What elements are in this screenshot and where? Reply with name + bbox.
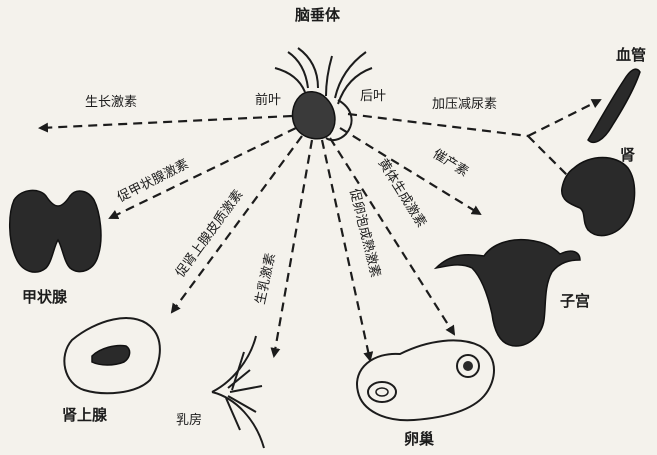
tsh-label: 促甲状腺激素 [115,157,191,206]
thyroid-label: 甲状腺 [22,288,68,306]
ovary-follicle [368,382,396,402]
fsh-label: 促卵泡成熟激素 [346,187,384,279]
pituitary-gland [275,48,372,140]
uterus-organ [436,240,580,346]
growth-hormone-label: 生长激素 [85,95,137,110]
adrenal-label: 肾上腺 [62,406,108,424]
anterior-lobe-shape [293,92,335,139]
arrow-adrenal [172,136,302,312]
adrenal-medulla [92,345,130,365]
oxytocin-label: 催产素 [430,147,471,180]
arrow-vasopressin [348,114,528,136]
ovary-follicle-inner [376,388,388,396]
prolactin-label: 生乳激素 [253,252,278,306]
ovary-corpus-luteum-center [463,361,473,371]
posterior-lobe-label: 后叶 [360,89,386,104]
arrow-vessel [528,100,600,136]
lh-label: 黄体生成激素 [375,156,429,230]
pituitary-label: 脑垂体 [295,6,341,24]
uterus-label: 子宫 [560,292,590,310]
acth-label: 促肾上腺皮质激素 [173,187,246,280]
arrow-growth [40,116,292,128]
vasopressin-label: 加压减尿素 [432,97,497,112]
anterior-lobe-label: 前叶 [255,92,281,108]
blood-vessel-organ [588,69,640,142]
kidney-organ [562,158,635,236]
kidney-label: 肾 [620,146,635,164]
thyroid-organ [10,190,101,272]
breast-label: 乳房 [176,412,202,428]
breast-organ [212,336,264,448]
arrow-thyroid [110,128,296,218]
ovary-label: 卵巢 [404,430,434,448]
blood-vessel-label: 血管 [616,46,646,64]
arrow-breast [274,140,312,356]
ovary-organ [357,340,494,420]
